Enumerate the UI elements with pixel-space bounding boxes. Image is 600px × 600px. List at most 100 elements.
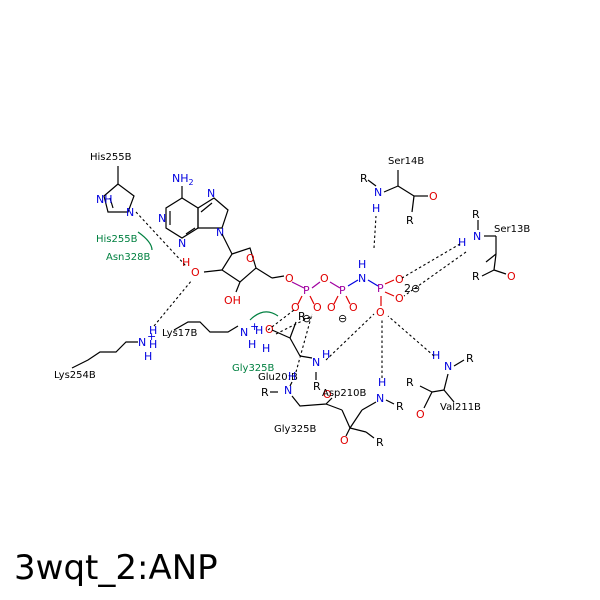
interaction-labels: His255B Asn328B Gly325B <box>96 231 279 374</box>
his255b-residue: His255B NH N <box>90 152 135 219</box>
gly325b-interaction-label: Gly325B <box>232 363 275 374</box>
lys254b-h1: H <box>149 324 157 337</box>
glu20b-h-atom: H <box>288 370 296 383</box>
p-beta-o1-atom: O <box>327 301 336 314</box>
p-beta-charge: ⊖ <box>338 312 347 325</box>
asp210b-r2-atom: R <box>396 400 404 413</box>
n-beta-gamma-h-atom: H <box>358 258 366 271</box>
ribose-oh-atom: OH <box>224 294 241 307</box>
lys17b-residue: Lys17B N + H H H <box>162 320 270 355</box>
glu20b-r-left: R <box>261 386 269 399</box>
p-alpha-o1-atom: O <box>291 301 300 314</box>
p-gamma-charge: 2⊖ <box>404 282 420 295</box>
p-alpha-charge: ⊖ <box>302 312 311 325</box>
hbond-val211b-pg <box>387 315 435 357</box>
hbond-glu20b-pb <box>325 313 375 361</box>
lys17b-label: Lys17B <box>162 328 198 339</box>
adenine-ring: NH2 N N N N <box>158 172 229 250</box>
asn328b-interaction-label: Asn328B <box>106 252 150 263</box>
lys254b-plus: + <box>147 330 156 343</box>
page-title: 3wqt_2:ANP <box>14 548 218 588</box>
ser13b-n-atom: N <box>473 230 481 243</box>
p-gamma-atom: P <box>377 282 384 295</box>
n-beta-gamma-atom: N <box>358 272 366 285</box>
glu20b-label: Glu20:B <box>258 372 298 383</box>
val211b-label: Val211B <box>440 402 481 413</box>
glu20b-r-top: R <box>298 310 306 323</box>
lys254b-residue: Lys254B N H H H + <box>54 324 157 381</box>
ser14b-r2-atom: R <box>406 214 414 227</box>
p-alpha-atom: P <box>303 284 310 297</box>
lys17b-plus: + <box>250 320 259 333</box>
glu20b-n2-atom: N <box>284 384 292 397</box>
gly325b-o2-atom: O <box>323 388 332 401</box>
val211b-r1-atom: R <box>466 352 474 365</box>
ser14b-residue: Ser14B R N H R O <box>360 156 438 227</box>
val211b-o-atom: O <box>416 408 425 421</box>
his255b-nh-atom: NH <box>96 193 113 206</box>
hbond-glu20b-pa <box>295 313 313 373</box>
val211b-r2-atom: R <box>406 376 414 389</box>
ribose-o-atom: O <box>246 252 255 265</box>
glu20b-r-right: R <box>313 380 321 393</box>
ser14b-label: Ser14B <box>388 156 424 167</box>
p-gamma-o3-atom: O <box>376 306 385 319</box>
ser13b-residue: R N H Ser13B R O <box>458 208 530 283</box>
val211b-n-atom: N <box>444 360 452 373</box>
hbond-his255b-o2 <box>135 211 187 267</box>
ser13b-r2-atom: R <box>472 270 480 283</box>
o-alpha-beta-atom: O <box>320 272 329 285</box>
phosphate-chain: P O P N H P O O ⊖ O O ⊖ O O 2⊖ O <box>291 258 420 325</box>
glu20b-nh-n: N <box>312 356 320 369</box>
lys17b-h3: H <box>248 338 256 351</box>
hbond-gly325b-pa <box>275 315 313 335</box>
ser13b-label: Ser13B <box>494 224 530 235</box>
p-gamma-o1-atom: O <box>395 273 404 286</box>
ser14b-h-atom: H <box>372 202 380 215</box>
adenine-n1-atom: N <box>158 212 166 225</box>
his255b-n-atom: N <box>126 206 134 219</box>
p-gamma-o2-atom: O <box>395 292 404 305</box>
val211b-residue: H N R R O Val211B <box>406 349 481 421</box>
adenine-n3-atom: N <box>178 237 186 250</box>
hbond-ser14b-nh <box>373 215 377 249</box>
val211b-h-atom: H <box>432 349 440 362</box>
o5-atom: O <box>285 272 294 285</box>
his255b-interaction-label: His255B <box>96 234 138 245</box>
hbond-ser13b-pg <box>401 243 461 279</box>
lys254b-label: Lys254B <box>54 370 96 381</box>
lys254b-h2: H <box>149 338 157 351</box>
asp210b-residue: Asp210B Gly325B O R N H R <box>274 376 404 449</box>
ribose-o2-h-atom: H <box>182 256 190 269</box>
hbond-lys254b-o2 <box>153 279 193 327</box>
ser13b-r1-atom: R <box>472 208 480 221</box>
ribose-ring: O O H OH O <box>182 233 294 307</box>
asp210b-h-atom: H <box>378 376 386 389</box>
his255b-label: His255B <box>90 152 132 163</box>
ser13b-o-atom: O <box>507 270 516 283</box>
lys17b-h2: H <box>262 342 270 355</box>
adenine-n9-atom: N <box>216 226 224 239</box>
lys254b-h3: H <box>144 350 152 363</box>
hydrogen-bonds <box>135 211 467 378</box>
p-beta-o2-atom: O <box>349 301 358 314</box>
amine-nh2-label: NH2 <box>172 172 194 187</box>
ser14b-r1-atom: R <box>360 172 368 185</box>
asp210b-o-atom: O <box>340 434 349 447</box>
lys17b-n-atom: N <box>240 326 248 339</box>
hbond-lys17b-pa <box>267 309 295 331</box>
adenine-n7-atom: N <box>207 187 215 200</box>
asp210b-n-atom: N <box>376 392 384 405</box>
p-alpha-o2-atom: O <box>313 301 322 314</box>
p-beta-atom: P <box>339 284 346 297</box>
asp210b-r-atom: R <box>376 436 384 449</box>
gly325b-bottom-label: Gly325B <box>274 424 317 435</box>
ser13b-h-atom: H <box>458 236 466 249</box>
lys17b-h1: H <box>255 324 263 337</box>
ser14b-n-atom: N <box>374 186 382 199</box>
glu20b-nh-h: H <box>322 348 330 361</box>
ribose-o2-atom: O <box>191 266 200 279</box>
ser14b-o-atom: O <box>429 190 438 203</box>
asp210b-label: Asp210B <box>322 388 366 399</box>
